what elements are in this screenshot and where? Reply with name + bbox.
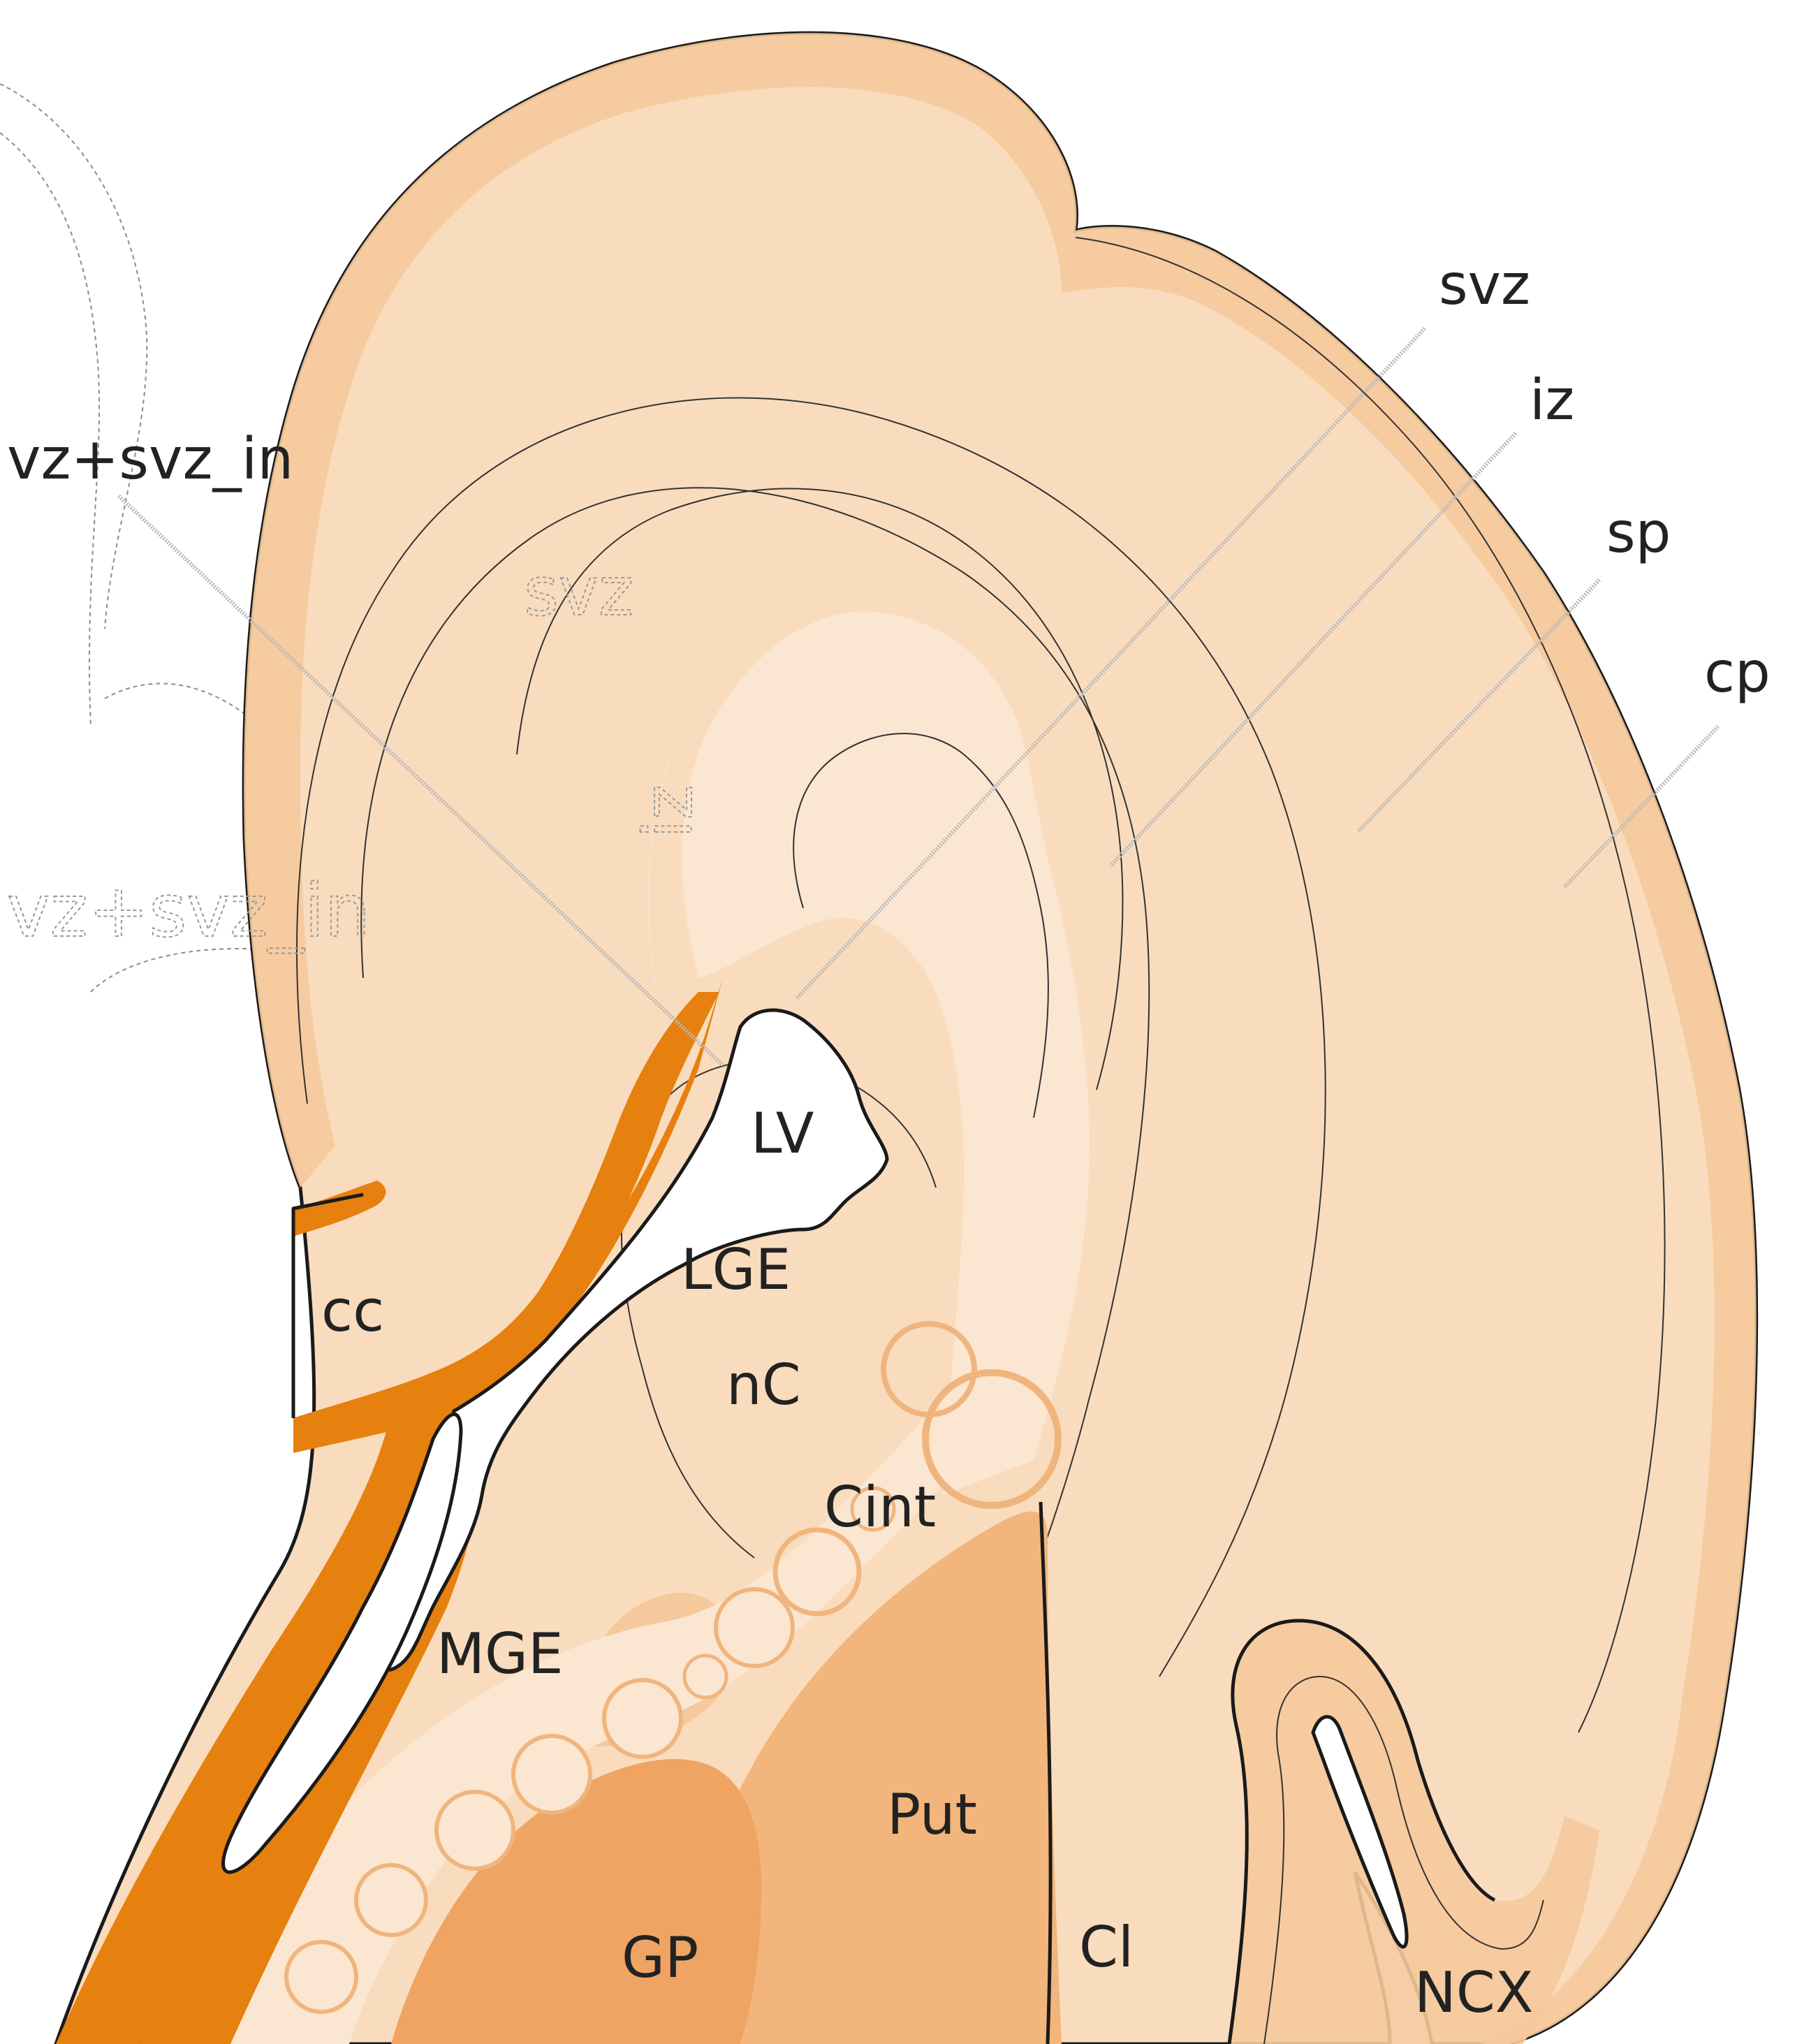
label-gp: GP [622,1925,698,1990]
label-vz-svz-in: vz+svz_in [7,426,293,492]
label-lv: LV [751,1101,814,1166]
label-sp: sp [1606,500,1671,565]
intermediate-zone-pale [647,698,699,993]
label-iz: iz [1530,367,1574,432]
label-cint: Cint [824,1475,936,1540]
label-ncx: NCX [1414,1960,1534,2025]
structure-labels: svz iz sp cp vz+svz_in LV cc LGE nC Cint… [7,252,1771,2025]
label-put: Put [887,1782,977,1847]
globus-pallidus-region [391,1759,761,2044]
label-lge: LGE [681,1237,791,1302]
ncx-cleft [1311,1715,1409,1949]
ghost-label-iz: iz [629,784,708,838]
ghost-label-vz-svz-in: vz+svz_in [7,868,370,954]
cortical-plate-band [244,33,1757,2044]
leader-cp [1562,724,1720,889]
leader-lines [117,326,1720,1067]
corpus-callosum-cut [291,1192,364,1418]
label-mge: MGE [437,1621,564,1686]
putamen-region [700,1511,1062,2044]
claustrum-border [1039,1501,1053,2044]
ghost-label-svz: svz [524,553,633,631]
lower-cortex-outline [1227,1619,1496,2044]
leader-sp [1356,578,1601,833]
lateral-ventricle [386,1008,889,1672]
capsule-fibre-bundles [284,1321,1062,2014]
lateral-ventricle-lower-horn [221,1412,463,1874]
leader-svz [794,326,1427,1001]
label-cc: cc [321,1278,384,1345]
internal-capsule-band [196,1327,1034,2044]
label-cp: cp [1704,640,1771,705]
ncx-inner-fold [1263,1675,1544,2044]
ventricular-zone [56,992,719,2044]
label-cl: Cl [1079,1915,1134,1980]
label-nc: nC [726,1352,801,1417]
ghost-labels: svz iz vz+svz_in [6,552,708,954]
subventricular-zone [682,611,1090,1495]
label-svz: svz [1439,252,1530,317]
leader-iz [1108,431,1518,868]
